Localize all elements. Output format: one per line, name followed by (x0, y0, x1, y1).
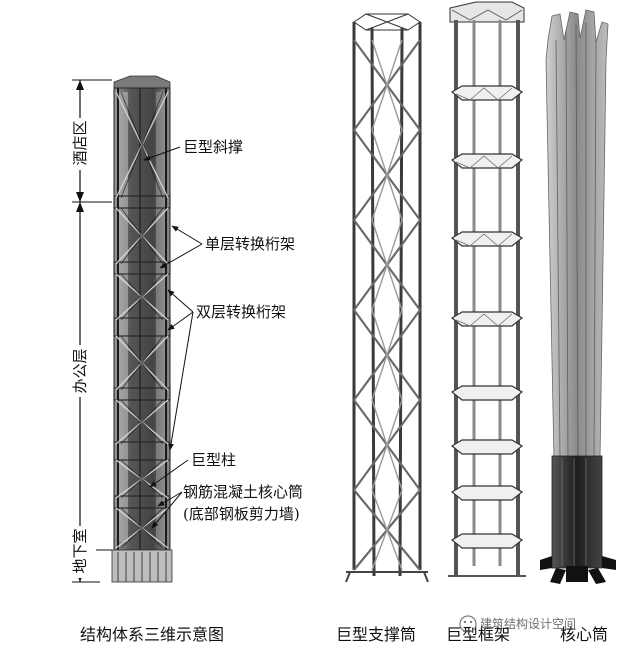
mega-brace-tube (345, 13, 429, 583)
core-tube (540, 9, 616, 584)
zone-hotel-label: 酒店区 (71, 120, 89, 165)
wechat-icon (459, 615, 477, 633)
label-rc-core: 钢筋混凝土核心筒 (183, 483, 303, 501)
mega-frame (448, 1, 526, 577)
label-single-transfer-truss: 单层转换桁架 (205, 235, 295, 253)
zone-basement-label: 地下室 (71, 528, 89, 573)
callouts (143, 146, 203, 529)
caption-structural-system: 结构体系三维示意图 (80, 625, 224, 644)
caption-core-tube: 核心筒 (560, 625, 608, 644)
watermark: 建筑结构设计空间 (459, 615, 576, 633)
zone-dimension: 酒店区 办公层 地下室 (64, 79, 112, 583)
watermark-text: 建筑结构设计空间 (480, 616, 576, 631)
caption-mega-brace-tube: 巨型支撑筒 (336, 625, 416, 644)
label-mega-column: 巨型柱 (191, 451, 236, 469)
label-double-transfer-truss: 双层转换桁架 (196, 303, 286, 321)
label-core-note: (底部钢板剪力墙) (183, 505, 300, 523)
label-mega-brace: 巨型斜撑 (183, 138, 243, 156)
composite-tower (111, 75, 173, 583)
zone-office-label: 办公层 (71, 348, 89, 393)
